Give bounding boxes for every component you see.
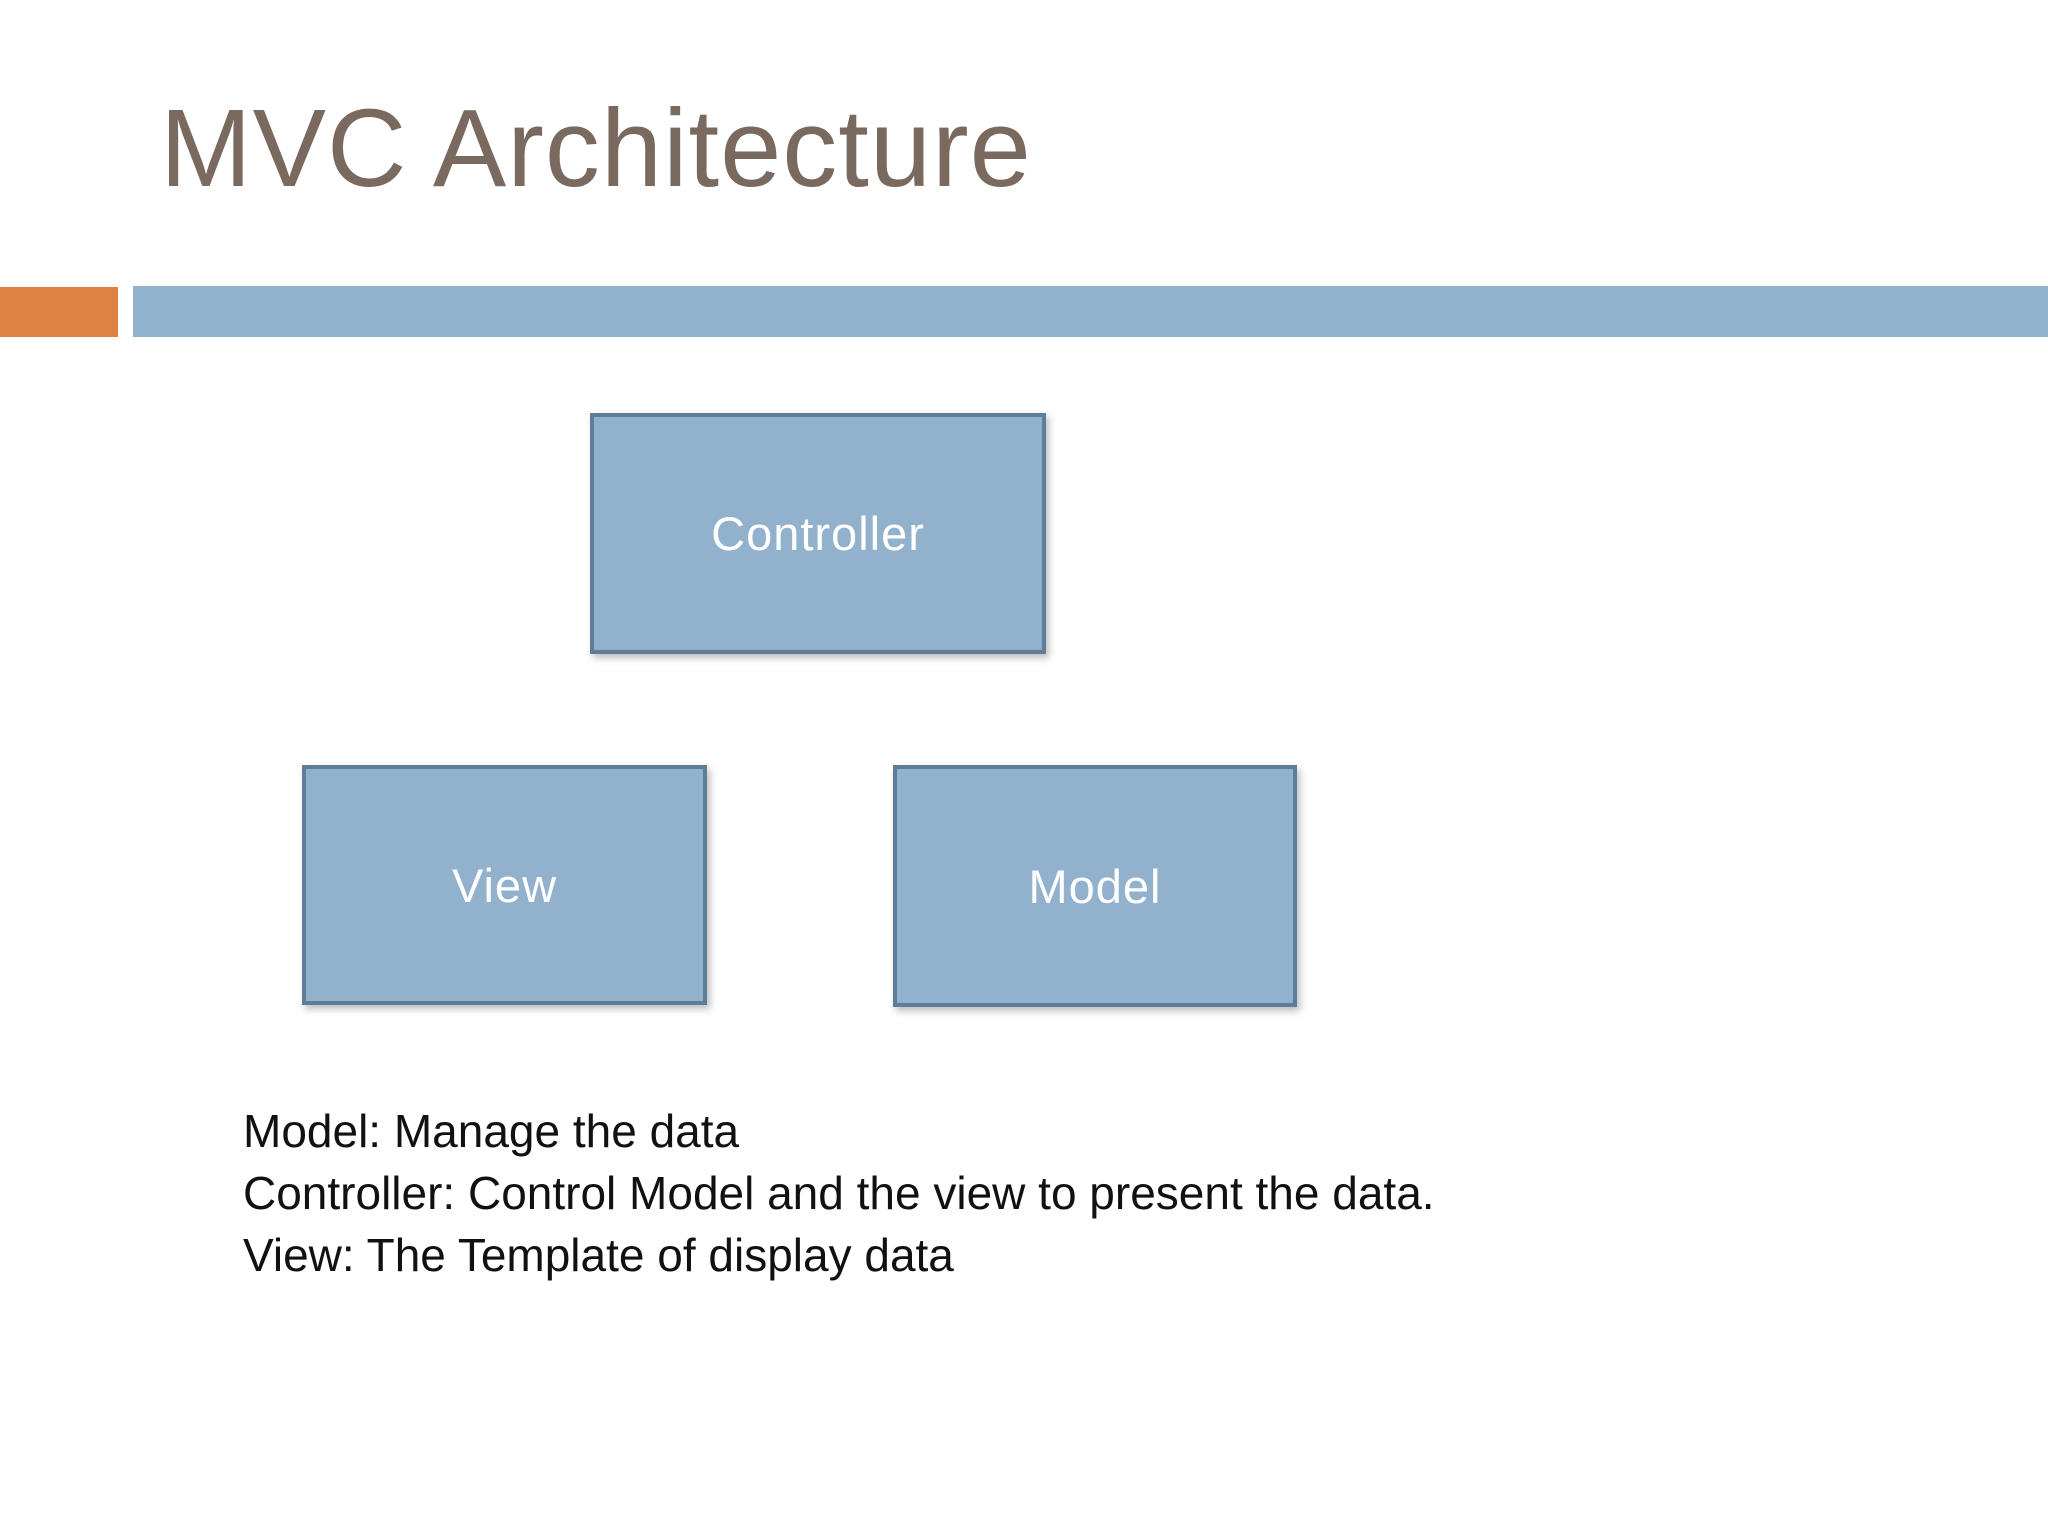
model-box-label: Model (1028, 859, 1162, 913)
note-line-controller: Controller: Control Model and the view t… (243, 1167, 1435, 1219)
notes-block: Model: Manage the data Controller: Contr… (243, 1100, 1435, 1286)
controller-box-label: Controller (711, 507, 925, 560)
model-box: Model (893, 765, 1297, 1007)
view-box-label: View (451, 858, 558, 912)
view-box: View (302, 765, 707, 1005)
note-line-view: View: The Template of display data (243, 1229, 954, 1281)
note-line-model: Model: Manage the data (243, 1105, 740, 1157)
accent-bar-blue (133, 286, 2048, 337)
accent-bar-orange (0, 287, 118, 337)
slide-title: MVC Architecture (160, 87, 1032, 210)
controller-box: Controller (590, 413, 1046, 654)
